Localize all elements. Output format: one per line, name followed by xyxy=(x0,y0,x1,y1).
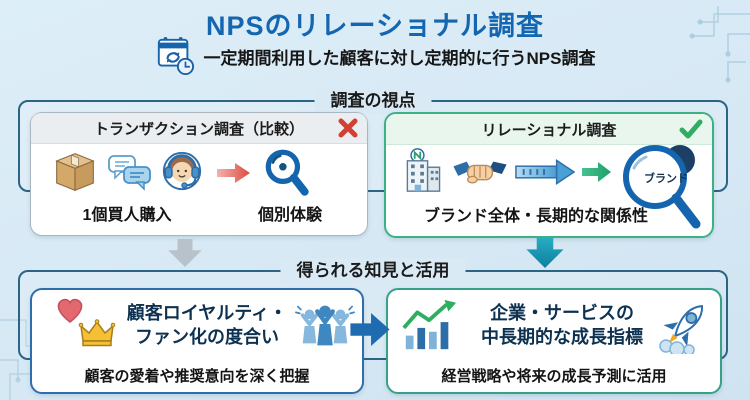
magnifier-icon xyxy=(265,149,309,196)
card-relational-header: リレーショナル調査 xyxy=(386,114,712,145)
timeline-arrow-icon xyxy=(515,159,576,185)
magnifier-brand-icon xyxy=(623,145,701,229)
section-insights-label: 得られる知見と活用 xyxy=(280,258,466,284)
growth-title-line2: 中長期的な成長指標 xyxy=(481,326,643,347)
lens-brand-text: ブランド xyxy=(644,173,688,185)
loyalty-title: 顧客ロイヤルティ・ ファン化の度合い xyxy=(118,302,296,350)
arrow-right-blue-icon xyxy=(350,313,390,346)
arrow-right-green-icon xyxy=(582,162,611,182)
heart-icon xyxy=(57,298,83,323)
loyalty-title-line2: ファン化の度合い xyxy=(135,326,279,347)
card-transactional-header: トランザクション調査（比較） xyxy=(31,113,367,144)
card-transactional-survey: トランザクション調査（比較） xyxy=(30,112,368,236)
loyalty-subtitle: 顧客の愛着や推奨意向を深く把握 xyxy=(84,368,310,385)
handshake-icon xyxy=(453,161,507,184)
card-growth-indicator: 企業・サービスの 中長期的な成長指標 経営戦略や将来の成長予測に活用 xyxy=(386,288,722,394)
page-subtitle: 一定期間利用した顧客に対し定期的に行うNPS調査 xyxy=(203,48,596,68)
page-title: NPSのリレーショナル調査 xyxy=(206,11,544,41)
calendar-refresh-icon xyxy=(157,36,194,76)
card-relational-title: リレーショナル調査 xyxy=(481,121,617,139)
chat-bubbles-icon xyxy=(108,155,151,191)
card-customer-loyalty: 顧客ロイヤルティ・ ファン化の度合い 顧客の愛着や推奨意向を深く把握 xyxy=(30,288,364,394)
arrow-right-red-icon xyxy=(217,163,250,183)
growth-title-line1: 企業・サービスの xyxy=(490,303,634,323)
arrow-down-teal-icon xyxy=(526,237,564,268)
package-icon xyxy=(55,153,95,192)
growth-chart-icon xyxy=(402,299,457,350)
growth-subtitle: 経営戦略や将来の成長予測に活用 xyxy=(441,368,667,385)
card-relational-survey: リレーショナル調査 xyxy=(384,112,714,238)
cheering-people-icon xyxy=(295,305,355,346)
loyalty-title-line1: 顧客ロイヤルティ・ xyxy=(126,303,288,323)
subtitle-row: 一定期間利用した顧客に対し定期的に行うNPS調査 xyxy=(0,36,750,76)
arrow-down-gray-icon xyxy=(168,239,202,267)
crown-icon xyxy=(78,319,116,347)
x-mark-icon xyxy=(338,118,358,138)
transactional-caption-right: 個別体験 xyxy=(257,207,322,224)
card-transactional-title: トランザクション調査（比較） xyxy=(93,120,304,138)
support-agent-icon xyxy=(162,151,202,191)
section-survey-label: 調査の視点 xyxy=(314,88,432,114)
check-mark-icon xyxy=(679,119,703,139)
growth-title: 企業・サービスの 中長期的な成長指標 xyxy=(464,302,660,350)
transactional-caption-left: 1個買人購入 xyxy=(82,207,172,224)
rocket-icon xyxy=(659,305,704,354)
building-icon xyxy=(406,148,441,192)
relational-caption: ブランド全体・長期的な関係性 xyxy=(423,208,648,225)
